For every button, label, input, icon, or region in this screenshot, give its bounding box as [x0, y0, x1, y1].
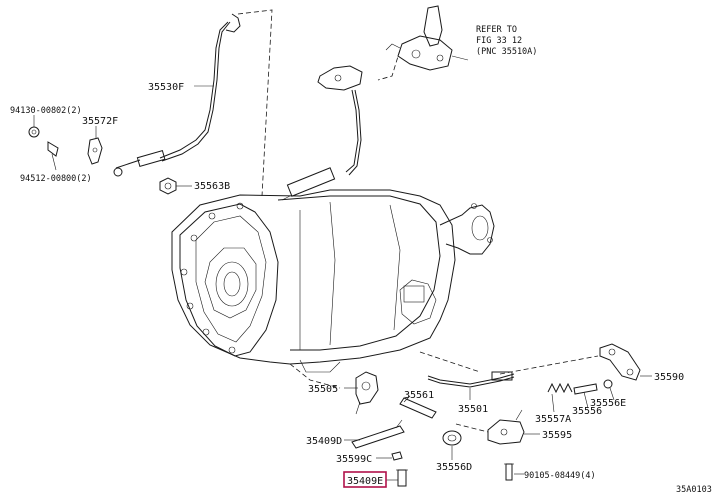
select-cable: [281, 65, 363, 201]
shift-lever-assembly: [377, 5, 469, 81]
leader-lines: [33, 85, 652, 481]
label-35572F: 35572F: [82, 116, 118, 127]
shift-cable: [113, 9, 273, 197]
label-35556D: 35556D: [436, 462, 472, 473]
label-35599C: 35599C: [336, 454, 372, 465]
label-35501: 35501: [458, 404, 488, 415]
transmission-case: [171, 189, 495, 373]
label-35556: 35556: [572, 406, 602, 417]
label-90105: 90105-08449(4): [524, 471, 596, 481]
label-35563B: 35563B: [194, 181, 230, 192]
label-35530F: 35530F: [148, 82, 184, 93]
label-35409E: 35409E: [347, 476, 383, 487]
lower-linkage: [351, 343, 641, 487]
callout-labels: REFER TO FIG 33 12 (PNC 35510A) 35530F 9…: [10, 25, 712, 495]
label-35561: 35561: [404, 390, 434, 401]
label-35556E: 35556E: [590, 398, 626, 409]
label-35557A: 35557A: [535, 414, 571, 425]
reference-note-line-2: FIG 33 12: [476, 36, 522, 46]
label-94512: 94512-00800(2): [20, 174, 92, 184]
label-94130: 94130-00802(2): [10, 106, 82, 116]
figure-code: 35A0103: [676, 485, 712, 495]
label-35590: 35590: [654, 372, 684, 383]
label-35409D: 35409D: [306, 436, 342, 447]
reference-note-line-3: (PNC 35510A): [476, 47, 537, 57]
left-hardware: [28, 126, 177, 195]
label-35595: 35595: [542, 430, 572, 441]
label-35505: 35505: [308, 384, 338, 395]
highlight-box-35409E: [343, 471, 387, 488]
reference-note-line-1: REFER TO: [476, 25, 517, 35]
